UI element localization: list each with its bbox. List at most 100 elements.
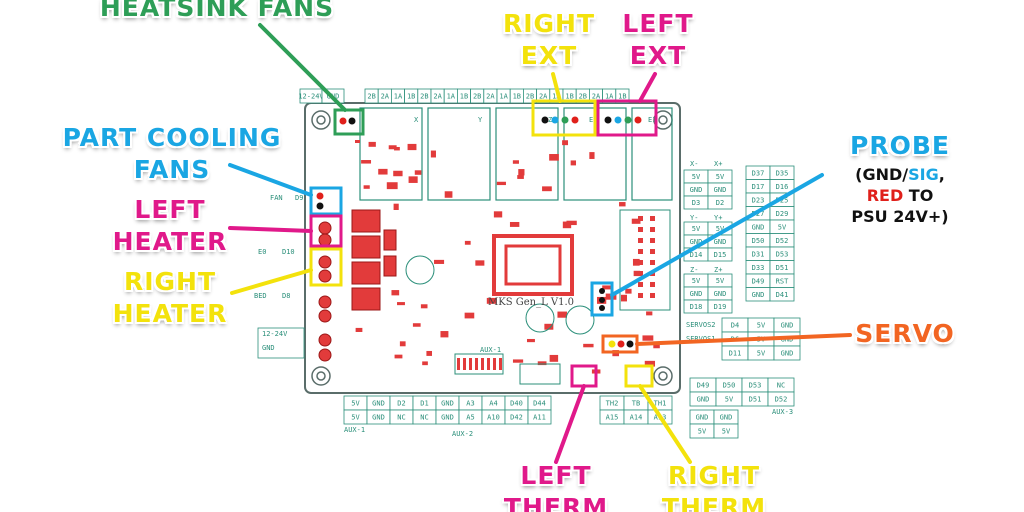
aux1-pin: GND (372, 400, 385, 408)
probe-note-comma: , (938, 165, 945, 184)
smd-part (399, 341, 406, 347)
smd-part (394, 146, 400, 151)
pin (638, 238, 643, 243)
left-side-label: FAN (270, 194, 283, 202)
axis-letter: Y (478, 116, 483, 124)
smd-part (426, 350, 433, 356)
callout-probe: PROBE (840, 130, 960, 162)
axis-letter: X (414, 116, 419, 124)
callout-text: LEFT (134, 195, 206, 224)
callout-left-heater: LEFT HEATER (104, 194, 236, 258)
smd-part (434, 259, 445, 264)
aux1-pin: A3 (466, 400, 474, 408)
servo-pin: 5V (757, 350, 766, 358)
aux1-pin: D1 (420, 400, 428, 408)
pin (638, 227, 643, 232)
smd-part (493, 211, 503, 218)
smd-part (631, 218, 641, 224)
pin (638, 249, 643, 254)
callout-text: RIGHT (502, 9, 596, 38)
top-header-pin: 1B (618, 93, 626, 101)
pin-cell (769, 287, 795, 302)
smd-part (642, 335, 654, 341)
aux3-pin: D49 (697, 382, 710, 390)
aux4-pin: GND (696, 414, 709, 422)
probe-note-line-3: PSU 24V+) (851, 207, 949, 226)
pin (650, 293, 655, 298)
smd-part (496, 181, 506, 186)
smd-part (542, 186, 552, 192)
endstop-pin: D15 (714, 251, 727, 259)
smd-part (486, 297, 497, 304)
probe-note-red: RED (866, 186, 904, 205)
smd-part (549, 154, 559, 161)
aux3-pin: 5V (725, 396, 734, 404)
expansion-pin: D53 (776, 250, 789, 258)
callout-text: RIGHT (667, 461, 761, 490)
smd-part (562, 140, 569, 146)
aux1-pin: A5 (466, 414, 474, 422)
highlight-probe (590, 281, 614, 317)
endstop-pin: D14 (690, 251, 703, 259)
smd-part (644, 360, 656, 367)
smd-part (440, 331, 449, 338)
smd-part (646, 311, 653, 316)
endstop-axis: Z+ (714, 266, 722, 274)
pin (650, 260, 655, 265)
left-side-label: GND (262, 344, 275, 352)
callout-text: FANS (133, 155, 211, 184)
smd-part (444, 191, 453, 198)
pin (475, 358, 478, 370)
smd-part (526, 338, 535, 343)
expansion-pin: D50 (752, 237, 765, 245)
left-side-label: D9 (295, 194, 303, 202)
callout-text: HEATER (112, 299, 228, 328)
left-side-label: D10 (282, 248, 295, 256)
smd-part (397, 302, 405, 306)
smd-part (430, 150, 436, 158)
endstop-pin: GND (714, 238, 727, 246)
smd-part (549, 354, 559, 362)
callout-servo: SERVO (850, 318, 960, 350)
smd-part (361, 160, 372, 164)
endstop-pin: 5V (692, 173, 701, 181)
therm-pin: TH2 (606, 400, 619, 408)
endstop-axis: Z- (690, 266, 698, 274)
top-header-pin: 1A (394, 93, 403, 101)
servo-pin: D4 (731, 322, 739, 330)
aux1-pin: GND (441, 414, 454, 422)
smd-part (394, 354, 403, 359)
top-header-pin: 1B (407, 93, 415, 101)
pin-cell (773, 345, 801, 361)
smd-part (414, 170, 422, 175)
callout-text: PROBE (850, 131, 950, 160)
top-header-pin: 2A (486, 93, 495, 101)
callout-part-cooling-fans: PART COOLING FANS (56, 122, 288, 186)
smd-part (407, 143, 417, 151)
left-side-label: E0 (258, 248, 266, 256)
aux1-pin: D40 (510, 400, 523, 408)
expansion-pin: D35 (776, 169, 789, 177)
pin (457, 358, 460, 370)
top-header-pin: 2B (367, 93, 375, 101)
aux-label: AUX-2 (452, 430, 473, 438)
aux3-pin: D52 (775, 396, 788, 404)
probe-note-line-2: RED TO (830, 185, 970, 206)
pin (469, 358, 472, 370)
smd-part (368, 141, 376, 147)
aux1-pin: 5V (351, 414, 360, 422)
aux3-pin: D50 (723, 382, 736, 390)
top-header-pin: 2A (592, 93, 601, 101)
smd-part (512, 359, 524, 363)
left-side-label: D8 (282, 292, 290, 300)
top-header-pin: 2A (381, 93, 390, 101)
pin-cell (527, 409, 552, 425)
highlight-heatsink-fans (333, 108, 365, 136)
pin (638, 216, 643, 221)
smd-part (386, 182, 398, 190)
smd-part (420, 304, 428, 309)
